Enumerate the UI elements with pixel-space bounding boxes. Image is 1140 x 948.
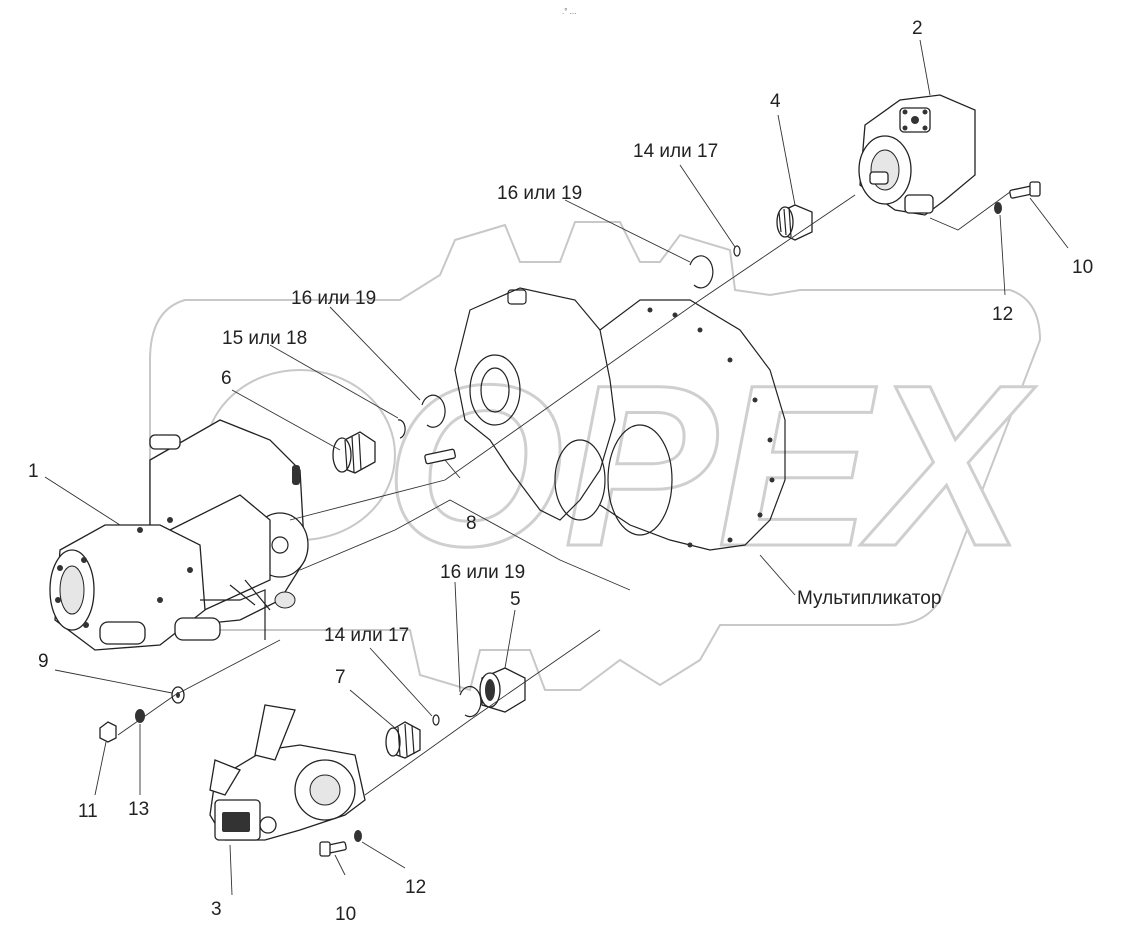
callout-3: 3 — [211, 899, 222, 920]
callout-12-bottom: 12 — [405, 877, 426, 898]
callout-10-top: 10 — [1072, 257, 1093, 278]
part-1-main-pump — [49, 419, 309, 651]
callout-14-bottom: 14 или 17 — [324, 625, 409, 646]
callout-7: 7 — [335, 667, 346, 688]
part-4-gear — [776, 204, 813, 241]
callout-6: 6 — [221, 368, 232, 389]
part-2-upper-pump — [858, 94, 976, 216]
callout-2: 2 — [912, 18, 923, 39]
callout-labels: 1 2 3 4 5 6 7 8 9 10 10 11 12 12 13 14 и… — [28, 18, 1093, 925]
leader-lines — [44, 39, 1069, 896]
assembly-axis-lines — [117, 191, 1011, 796]
callout-16-top: 16 или 19 — [497, 183, 582, 204]
watermark: OPEX — [149, 221, 1042, 692]
part-13-lock-washer — [135, 709, 145, 723]
callout-5: 5 — [510, 589, 521, 610]
callout-14-top: 14 или 17 — [633, 141, 718, 162]
callout-9: 9 — [38, 651, 49, 672]
callout-13: 13 — [128, 799, 149, 820]
callout-4: 4 — [770, 91, 781, 112]
callout-15: 15 или 18 — [222, 328, 307, 349]
callout-16-bottom: 16 или 19 — [440, 562, 525, 583]
callout-16-mid: 16 или 19 — [291, 288, 376, 309]
retaining-rings — [397, 245, 741, 726]
header-mark: .° ... — [562, 7, 576, 16]
callout-12-top: 12 — [992, 304, 1013, 325]
part-11-nut — [99, 721, 117, 743]
part-5-bushing — [479, 667, 526, 713]
callout-8: 8 — [466, 513, 477, 534]
callout-10-bottom: 10 — [335, 904, 356, 925]
part-10-bolt-bottom — [319, 841, 347, 857]
multiplier-label: Мультипликатор — [797, 588, 941, 609]
part-12-washer-top — [994, 202, 1002, 214]
part-12-washer-bottom — [354, 830, 362, 842]
callout-1: 1 — [28, 461, 39, 482]
multiplier-housing — [454, 287, 786, 551]
watermark-text: OPEX — [385, 337, 1036, 594]
part-3-lower-pump — [209, 704, 366, 841]
callout-11: 11 — [78, 801, 98, 822]
part-8-stud — [424, 448, 456, 465]
part-6-sleeve — [332, 431, 376, 474]
part-7-gear — [385, 721, 421, 759]
fasteners — [99, 181, 1041, 857]
part-10-bolt-top — [1009, 181, 1041, 199]
